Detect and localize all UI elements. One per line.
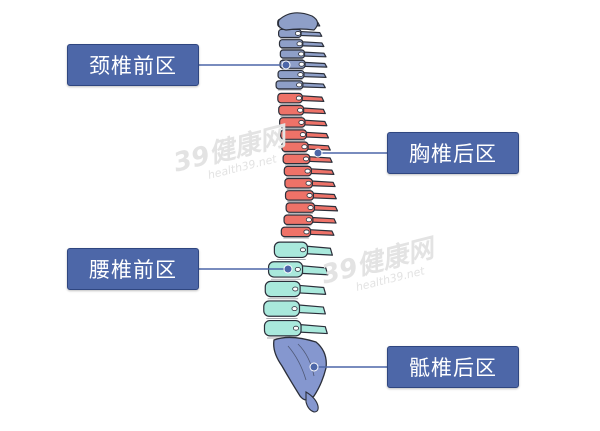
vertebra-process-thoracic [306, 155, 333, 163]
sacrum-ridge [287, 343, 315, 381]
vertebra-cervical [277, 69, 305, 80]
vertebra-process-cervical [300, 71, 327, 78]
leader-anchor-sacral [309, 362, 319, 372]
vertebra-foramen [301, 144, 308, 150]
vertebra-thoracic [280, 226, 312, 238]
leader-anchor-lumbar [283, 264, 293, 274]
vertebra-process-thoracic [299, 95, 325, 103]
atlas-vertebra [277, 12, 319, 31]
vertebra-foramen [296, 82, 303, 88]
vertebra-thoracic [278, 104, 305, 116]
vertebra-foramen [292, 286, 299, 292]
vertebra-process-cervical [299, 41, 325, 48]
vertebra-cervical [275, 80, 304, 90]
vertebra-thoracic [283, 214, 314, 226]
label-lumbar-anterior: 腰椎前区 [67, 248, 199, 290]
vertebra-process-lumbar [295, 304, 326, 315]
vertebra-foramen [304, 168, 311, 174]
vertebra-process-lumbar [303, 245, 333, 256]
vertebra-lumbar [273, 241, 309, 259]
vertebra-foramen [297, 107, 304, 113]
vertebra-thoracic [284, 190, 315, 201]
vertebra-foramen [298, 61, 305, 67]
vertebra-foramen [305, 217, 312, 223]
leader-anchor-cervical [281, 60, 291, 70]
vertebra-thoracic [285, 202, 316, 213]
vertebra-process-thoracic [309, 180, 336, 188]
vertebra-process-lumbar [296, 323, 328, 335]
vertebra-foramen [303, 229, 310, 235]
leader-anchor-thoracic [313, 148, 323, 158]
vertebra-lumbar [264, 280, 301, 298]
vertebra-process-thoracic [300, 107, 326, 115]
vertebra-process-cervical [302, 61, 328, 68]
label-thoracic-posterior: 胸椎后区 [387, 132, 519, 174]
vertebra-foramen [299, 247, 306, 253]
vertebra-process-lumbar [296, 284, 327, 295]
vertebra-process-cervical [298, 30, 323, 37]
label-sacral-posterior: 骶椎后区 [387, 346, 519, 388]
vertebra-cervical [278, 39, 304, 49]
label-cervical-anterior: 颈椎前区 [67, 44, 199, 86]
vertebra-foramen [305, 180, 312, 186]
vertebra-process-thoracic [308, 168, 335, 176]
vertebra-cervical [279, 49, 306, 59]
vertebra-thoracic [281, 141, 309, 153]
vertebra-thoracic [284, 177, 313, 189]
vertebra-foramen [303, 156, 310, 162]
vertebra-process-cervical [301, 51, 327, 58]
vertebra-lumbar [263, 300, 301, 317]
vertebra-foramen [295, 95, 302, 101]
vertebra-thoracic [283, 165, 312, 177]
vertebra-foramen [299, 132, 306, 137]
sacrum [273, 336, 327, 401]
vertebra-process-thoracic [303, 131, 330, 139]
coccyx [305, 391, 319, 413]
vertebra-foramen [294, 31, 301, 36]
vertebra-foramen [307, 205, 314, 210]
vertebra-thoracic [279, 117, 306, 128]
vertebra-process-thoracic [309, 216, 337, 224]
vertebra-process-thoracic [310, 192, 337, 200]
vertebra-foramen [294, 266, 301, 272]
vertebra-foramen [298, 51, 305, 57]
vertebra-thoracic [282, 153, 311, 165]
vertebra-foramen [297, 72, 304, 77]
vertebra-foramen [291, 306, 298, 312]
vertebra-process-thoracic [307, 228, 335, 236]
vertebra-thoracic [280, 129, 308, 140]
vertebra-process-thoracic [301, 119, 328, 127]
vertebra-lumbar [263, 319, 302, 337]
vertebra-foramen [298, 120, 305, 125]
vertebra-foramen [306, 193, 313, 198]
vertebra-thoracic [277, 92, 303, 104]
vertebra-process-cervical [299, 82, 326, 89]
vertebra-process-thoracic [311, 204, 339, 212]
vertebra-foramen [292, 325, 299, 331]
vertebra-foramen [296, 41, 303, 47]
